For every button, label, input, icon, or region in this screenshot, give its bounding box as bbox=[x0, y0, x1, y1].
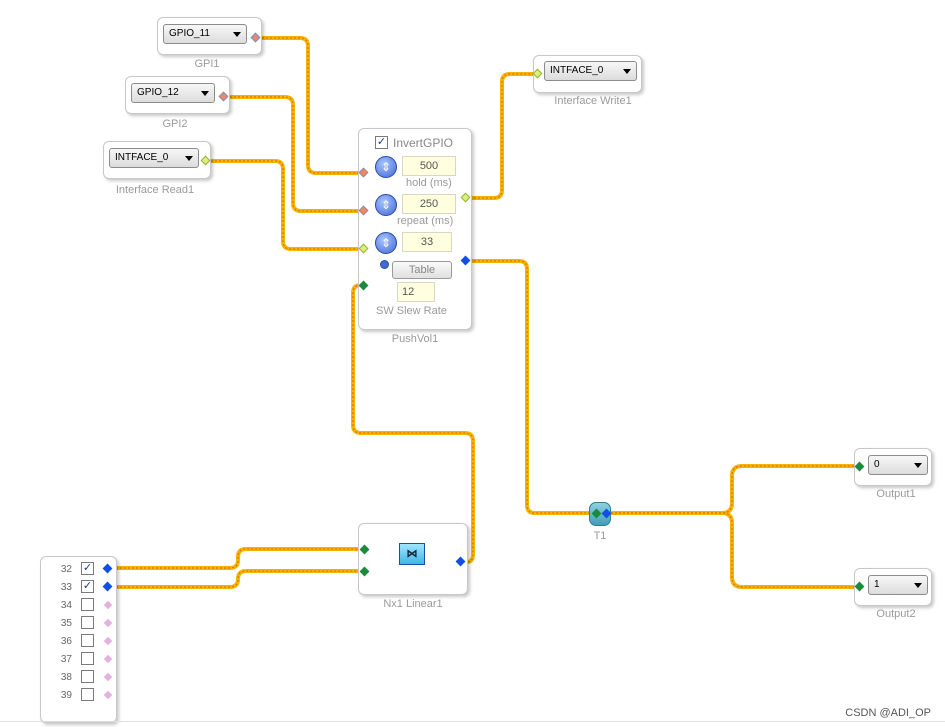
slew-value-field[interactable]: 12 bbox=[397, 282, 435, 302]
dc-row-num: 37 bbox=[60, 654, 72, 665]
output1-dropdown[interactable]: 0 bbox=[868, 455, 928, 475]
interface-write-dropdown[interactable]: INTFACE_0 bbox=[544, 61, 637, 81]
interface-read-value: INTFACE_0 bbox=[115, 152, 169, 163]
interface-read-block[interactable]: INTFACE_0 bbox=[103, 141, 211, 179]
hold-value-field[interactable]: 500 bbox=[402, 156, 456, 176]
gpi2-dropdown[interactable]: GPIO_12 bbox=[131, 83, 215, 103]
pushvol-block[interactable]: ✓ InvertGPIO ⇕ 500 hold (ms) ⇕ 250 repea… bbox=[358, 128, 472, 330]
third-value-field[interactable]: 33 bbox=[402, 232, 452, 252]
invert-gpio-checkbox[interactable]: ✓ bbox=[375, 136, 388, 149]
dc-row-num: 39 bbox=[60, 690, 72, 701]
interface-write-caption: Interface Write1 bbox=[554, 95, 632, 107]
gpi1-caption: GPI1 bbox=[194, 58, 220, 70]
dc-row-num: 35 bbox=[60, 618, 72, 629]
t1-caption: T1 bbox=[593, 530, 607, 542]
dc-row-checkbox[interactable] bbox=[81, 616, 94, 629]
linear-algorithm-icon: ⋈ bbox=[399, 543, 425, 565]
hold-label: hold (ms) bbox=[406, 177, 452, 189]
interface-write-value: INTFACE_0 bbox=[550, 65, 604, 76]
wire-pushvol-write bbox=[466, 72, 537, 200]
output2-caption: Output2 bbox=[876, 608, 916, 620]
interface-read-caption: Interface Read1 bbox=[115, 184, 195, 196]
dc-row-checkbox[interactable]: ✓ bbox=[81, 580, 94, 593]
gpi1-value: GPIO_11 bbox=[169, 28, 210, 39]
indicator-dot-icon bbox=[380, 260, 389, 269]
invert-gpio-label: InvertGPIO bbox=[393, 136, 454, 150]
output1-value: 0 bbox=[874, 459, 880, 470]
gpi1-block[interactable]: GPIO_11 bbox=[157, 17, 262, 55]
dc-row-num: 33 bbox=[60, 582, 72, 593]
dc-row-num: 38 bbox=[60, 672, 72, 683]
dc-row-checkbox[interactable] bbox=[81, 634, 94, 647]
third-knob-icon[interactable]: ⇕ bbox=[375, 232, 397, 254]
dc-row-num: 36 bbox=[60, 636, 72, 647]
chevron-down-icon bbox=[201, 91, 209, 96]
gpi2-value: GPIO_12 bbox=[137, 87, 179, 98]
chevron-down-icon bbox=[185, 156, 193, 161]
output1-block[interactable]: 0 bbox=[854, 448, 932, 486]
repeat-value-field[interactable]: 250 bbox=[402, 194, 456, 214]
repeat-knob-icon[interactable]: ⇕ bbox=[375, 194, 397, 216]
canvas-bottom-border bbox=[0, 721, 945, 722]
wire-gpi1-pushvol bbox=[258, 36, 363, 175]
gpi1-dropdown[interactable]: GPIO_11 bbox=[163, 24, 247, 44]
watermark: CSDN @ADI_OP bbox=[845, 707, 931, 719]
wire-pushvol-t1 bbox=[466, 259, 593, 515]
pushvol-caption: PushVol1 bbox=[391, 333, 439, 345]
gpi2-block[interactable]: GPIO_12 bbox=[125, 76, 230, 114]
output1-caption: Output1 bbox=[876, 488, 916, 500]
wire-gpi2-pushvol bbox=[226, 95, 363, 213]
output2-block[interactable]: 1 bbox=[854, 568, 932, 606]
chevron-down-icon bbox=[914, 583, 922, 588]
linear-block[interactable]: ⋈ bbox=[358, 523, 468, 595]
slew-label: SW Slew Rate bbox=[376, 305, 447, 317]
dc-row-checkbox[interactable]: ✓ bbox=[81, 562, 94, 575]
table-button[interactable]: Table bbox=[392, 261, 452, 279]
output2-dropdown[interactable]: 1 bbox=[868, 575, 928, 595]
linear-caption: Nx1 Linear1 bbox=[383, 598, 443, 610]
chevron-down-icon bbox=[914, 463, 922, 468]
dc-row-checkbox[interactable] bbox=[81, 688, 94, 701]
chevron-down-icon bbox=[623, 69, 631, 74]
dc-row-checkbox[interactable] bbox=[81, 670, 94, 683]
dc-row-checkbox[interactable] bbox=[81, 652, 94, 665]
gpi2-caption: GPI2 bbox=[162, 118, 188, 130]
repeat-label: repeat (ms) bbox=[397, 215, 454, 227]
chevron-down-icon bbox=[233, 32, 241, 37]
hold-knob-icon[interactable]: ⇕ bbox=[375, 156, 397, 178]
dc-row-num: 34 bbox=[60, 600, 72, 611]
dc-row-num: 32 bbox=[60, 564, 72, 575]
interface-read-dropdown[interactable]: INTFACE_0 bbox=[109, 148, 199, 168]
dc-row-checkbox[interactable] bbox=[81, 598, 94, 611]
interface-write-block[interactable]: INTFACE_0 bbox=[533, 55, 642, 93]
output2-value: 1 bbox=[874, 579, 880, 590]
